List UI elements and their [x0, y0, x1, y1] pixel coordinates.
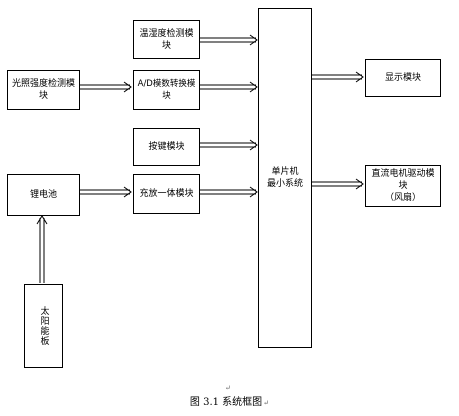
mcu-system-module: 单片机 最小系统	[258, 8, 312, 348]
display-module: 显示模块	[365, 59, 441, 97]
keypad-label: 按键模块	[148, 142, 185, 152]
ad-converter-label: A/D模数转换模块	[137, 79, 196, 101]
keypad-module: 按键模块	[133, 128, 200, 166]
motor-driver-module: 直流电机驱动模块 （风扇）	[365, 165, 441, 207]
charger-label: 充放一体模块	[139, 189, 194, 199]
temp-humidity-module: 温湿度检测模块	[133, 20, 200, 59]
motor-label-line1: 直流电机驱动模块	[371, 169, 435, 191]
solar-panel-label: 太阳能板	[38, 306, 49, 346]
charger-module: 充放一体模块	[133, 174, 200, 214]
battery-label: 锂电池	[29, 190, 57, 200]
light-sensor-module: 光照强度检测模块	[7, 70, 80, 110]
arrow-ad-to-mcu	[200, 81, 258, 93]
figure-caption: 图 3.1 系统框图↵	[0, 393, 459, 408]
paragraph-mark: ↵	[225, 384, 231, 392]
caption-paragraph-mark: ↵	[263, 399, 270, 407]
solar-panel-module: 太阳能板	[24, 284, 63, 368]
arrow-mcu-to-display	[312, 71, 364, 83]
arrow-battery-to-charger	[80, 186, 132, 198]
display-label: 显示模块	[384, 73, 421, 83]
arrow-light-to-ad	[80, 81, 132, 93]
light-sensor-label: 光照强度检测模块	[11, 79, 75, 101]
arrow-keypad-to-mcu	[200, 139, 258, 151]
battery-module: 锂电池	[7, 174, 80, 216]
caption-text: 图 3.1 系统框图	[189, 397, 263, 408]
arrow-temp-to-mcu	[200, 34, 258, 46]
mcu-label-line2: 最小系统	[266, 179, 303, 189]
temp-humidity-label: 温湿度检测模块	[139, 28, 194, 51]
mcu-label-line1: 单片机	[271, 167, 299, 177]
ad-converter-module: A/D模数转换模块	[133, 70, 200, 110]
arrow-charger-to-mcu	[200, 186, 258, 198]
arrow-mcu-to-motor	[312, 178, 364, 190]
arrow-solar-to-battery	[36, 215, 48, 283]
motor-label-line2: （风扇）	[384, 193, 421, 203]
